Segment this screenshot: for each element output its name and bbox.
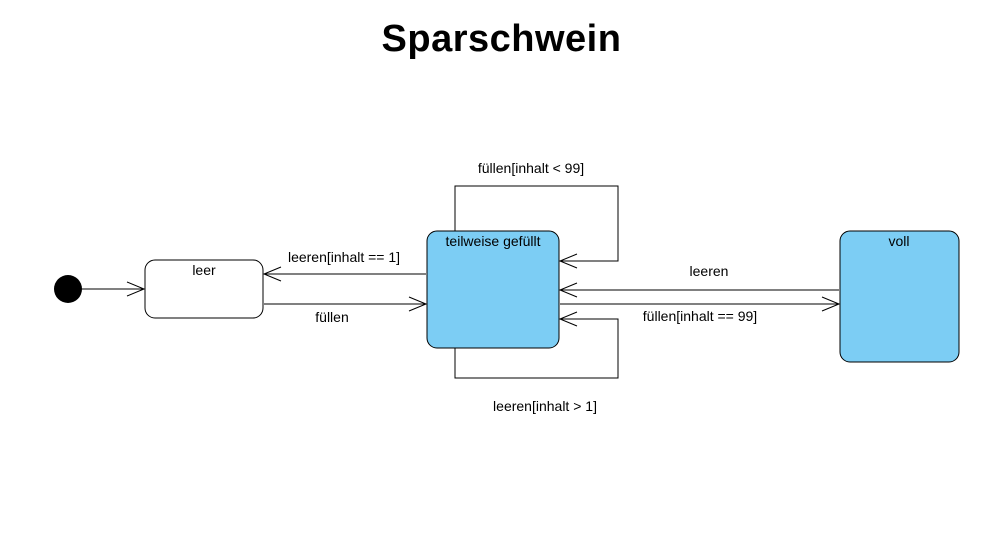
transition-teilweise-to-voll[interactable]: füllen[inhalt == 99] (560, 296, 841, 324)
transition-teilweise-self-empty[interactable]: leeren[inhalt > 1] (454, 311, 619, 414)
transition-teilweise-to-leer[interactable]: leeren[inhalt == 1] (262, 249, 426, 282)
transition-leer-to-teilweise-label: füllen (315, 309, 348, 325)
state-teilweise-gefuellt-label: teilweise gefüllt (446, 233, 541, 249)
transition-teilweise-to-voll-label: füllen[inhalt == 99] (643, 308, 757, 324)
arrowhead-icon (126, 281, 146, 297)
arrowhead-icon (558, 282, 578, 298)
transition-teilweise-self-fill-label: füllen[inhalt < 99] (478, 160, 584, 176)
transition-teilweise-self-empty-line (454, 318, 619, 379)
transition-teilweise-self-fill-line (454, 185, 619, 262)
transition-voll-to-teilweise-label: leeren (690, 263, 729, 279)
transition-teilweise-self-fill[interactable]: füllen[inhalt < 99] (454, 160, 619, 269)
transition-leer-to-teilweise[interactable]: füllen (264, 296, 428, 325)
arrowhead-icon (821, 296, 841, 312)
diagram-title: Sparschwein (381, 18, 622, 60)
arrowhead-icon (262, 266, 282, 282)
state-voll[interactable]: voll (839, 230, 960, 363)
transition-voll-to-teilweise[interactable]: leeren (558, 263, 839, 298)
state-leer[interactable]: leer (144, 259, 264, 319)
arrowhead-icon (558, 311, 578, 327)
state-teilweise-gefuellt[interactable]: teilweise gefüllt (426, 230, 560, 349)
state-voll-label: voll (888, 233, 909, 249)
state-voll-box (839, 230, 960, 363)
state-teilweise-gefuellt-box (426, 230, 560, 349)
initial-state-node[interactable] (54, 275, 82, 303)
transition-initial-to-leer[interactable] (82, 281, 146, 297)
transition-teilweise-to-leer-label: leeren[inhalt == 1] (288, 249, 400, 265)
state-leer-label: leer (192, 262, 216, 278)
arrowhead-icon (558, 253, 578, 269)
transition-teilweise-self-empty-label: leeren[inhalt > 1] (493, 398, 597, 414)
arrowhead-icon (408, 296, 428, 312)
